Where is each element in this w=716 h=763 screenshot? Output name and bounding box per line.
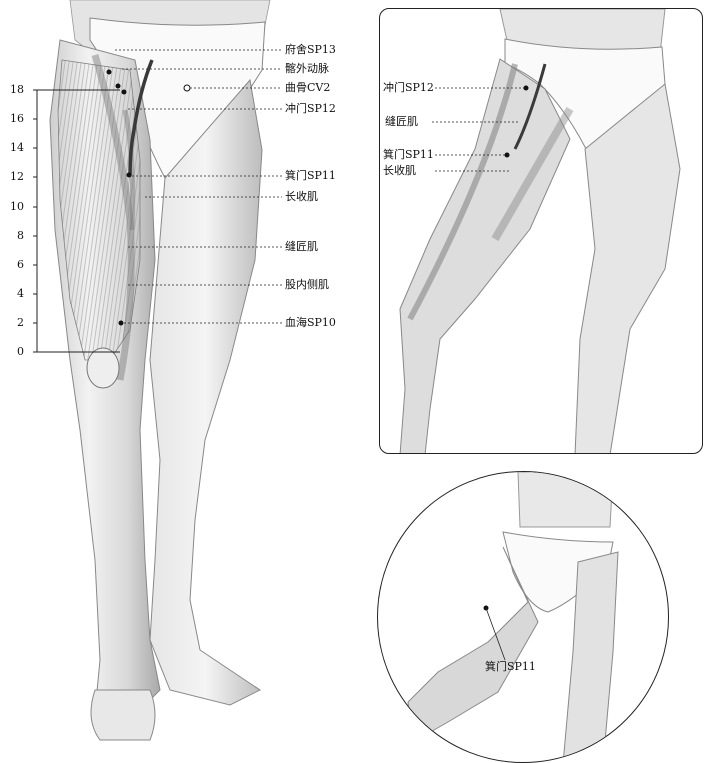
point-cv2	[183, 84, 191, 92]
point-sp12	[121, 89, 127, 95]
circle-label-jimen-sp11: 箕门SP11	[485, 660, 536, 673]
tick-4: 4	[17, 287, 24, 300]
main-leader-lines	[115, 49, 282, 324]
label-qugu-cv2: 曲骨CV2	[285, 81, 331, 94]
circle-leg-figure	[407, 472, 619, 762]
circle-right-leg	[562, 551, 619, 762]
label-jimen-sp11: 箕门SP11	[285, 169, 336, 182]
tick-10: 10	[10, 200, 24, 213]
sartorius-muscle	[91, 54, 135, 381]
inset-leader-lines	[432, 87, 524, 172]
label-chongmen-sp12: 冲门SP12	[285, 102, 336, 115]
point-sp11	[126, 172, 132, 178]
tick-2: 2	[17, 316, 24, 329]
tick-6: 6	[17, 258, 24, 271]
point-sp13	[106, 69, 112, 75]
inset-acupoints	[504, 85, 529, 158]
label-vastus-medialis: 股内侧肌	[285, 278, 329, 291]
tick-16: 16	[10, 112, 24, 125]
point-sp10	[118, 320, 124, 326]
tick-8: 8	[17, 229, 24, 242]
femoral-artery	[128, 59, 154, 176]
point-artery	[115, 83, 121, 89]
right-leg	[149, 78, 263, 706]
tick-0: 0	[17, 345, 24, 358]
inset-point-sp11	[504, 152, 510, 158]
label-xuehai-sp10: 血海SP10	[285, 316, 336, 329]
main-leg-figure	[33, 0, 282, 741]
inset-label-chongmen-sp12: 冲门SP12	[383, 81, 434, 94]
inset-label-jimen-sp11: 箕门SP11	[383, 148, 434, 161]
inset-label-sartorius: 缝匠肌	[385, 115, 418, 128]
tick-18: 18	[10, 83, 24, 96]
tick-14: 14	[10, 141, 24, 154]
circle-torso	[517, 472, 614, 528]
inset-leg-figure	[399, 9, 681, 453]
anatomy-figure: 18 16 14 12 10 8 6 4 2 0 府舍SP13 髂外动脉 曲骨C…	[10, 0, 703, 763]
inset-adductor	[491, 107, 574, 241]
circle-leader-line	[485, 607, 506, 661]
inset-label-adductor-longus: 长收肌	[383, 164, 416, 177]
label-adductor-longus: 长收肌	[285, 190, 318, 203]
inset-panel-frontal: 冲门SP12 缝匠肌 箕门SP11 长收肌	[379, 8, 703, 454]
inset-circle-seated: 箕门SP11	[377, 471, 669, 763]
inset-right-leg	[574, 83, 681, 453]
inset-left-leg	[399, 58, 571, 453]
main-acupoints	[106, 69, 191, 326]
patella	[86, 347, 120, 389]
label-sartorius: 缝匠肌	[285, 240, 318, 253]
left-foot	[90, 689, 156, 741]
inset-artery	[513, 63, 547, 150]
tick-12: 12	[10, 170, 24, 183]
label-iliac-artery: 髂外动脉	[285, 62, 329, 75]
inset-sartorius	[407, 63, 518, 321]
circle-thigh	[407, 546, 539, 743]
scale-tick-marks	[33, 89, 37, 353]
label-fushe-sp13: 府舍SP13	[285, 43, 336, 56]
inset-point-sp12	[523, 85, 529, 91]
